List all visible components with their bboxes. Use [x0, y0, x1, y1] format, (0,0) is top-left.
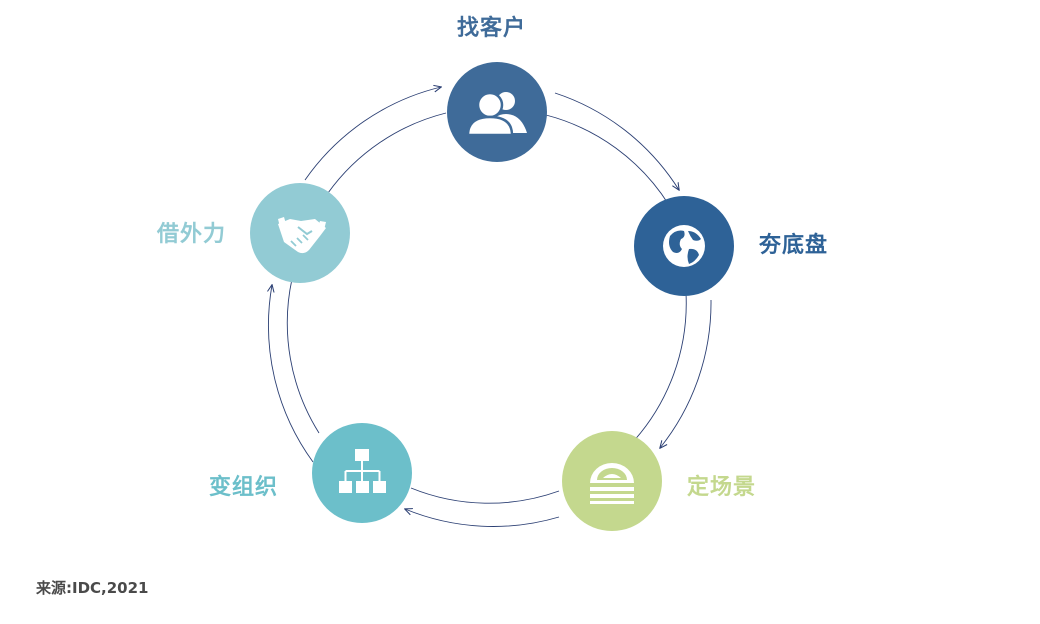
- inner-arc-find-capture: [545, 114, 670, 206]
- label-capture-base: 夯底盘: [759, 233, 829, 258]
- outer-ring: [268, 87, 712, 527]
- inner-arc-org-external: [286, 278, 320, 434]
- label-external-force: 借外力: [157, 222, 227, 247]
- outer-arrow-find-capture: [554, 92, 679, 190]
- label-change-organization: 变组织: [209, 475, 279, 500]
- node-external: [250, 183, 350, 283]
- inner-arc-external-find: [327, 112, 447, 194]
- label-define-scene: 定场景: [687, 475, 757, 500]
- outer-arrow-scene-org: [405, 509, 560, 527]
- inner-arc-scene-org: [410, 487, 560, 504]
- outer-arrow-org-external: [268, 285, 314, 463]
- node-capture: [634, 196, 734, 296]
- source-note: 来源:IDC,2021: [36, 579, 149, 597]
- outer-arrow-external-find: [304, 87, 441, 181]
- outer-arrow-capture-scene: [660, 299, 712, 448]
- label-find-customers: 找客户: [457, 16, 527, 41]
- inner-arc-capture-scene: [630, 292, 687, 445]
- node-org: [312, 423, 412, 523]
- inner-ring: [286, 112, 687, 504]
- stadium-icon: [590, 463, 634, 504]
- org-chart-icon: [339, 449, 386, 493]
- node-scene: [562, 431, 662, 531]
- globe-icon: [663, 225, 705, 267]
- handshake-icon: [278, 217, 326, 254]
- node-find: [447, 62, 547, 162]
- users-icon: [466, 91, 527, 137]
